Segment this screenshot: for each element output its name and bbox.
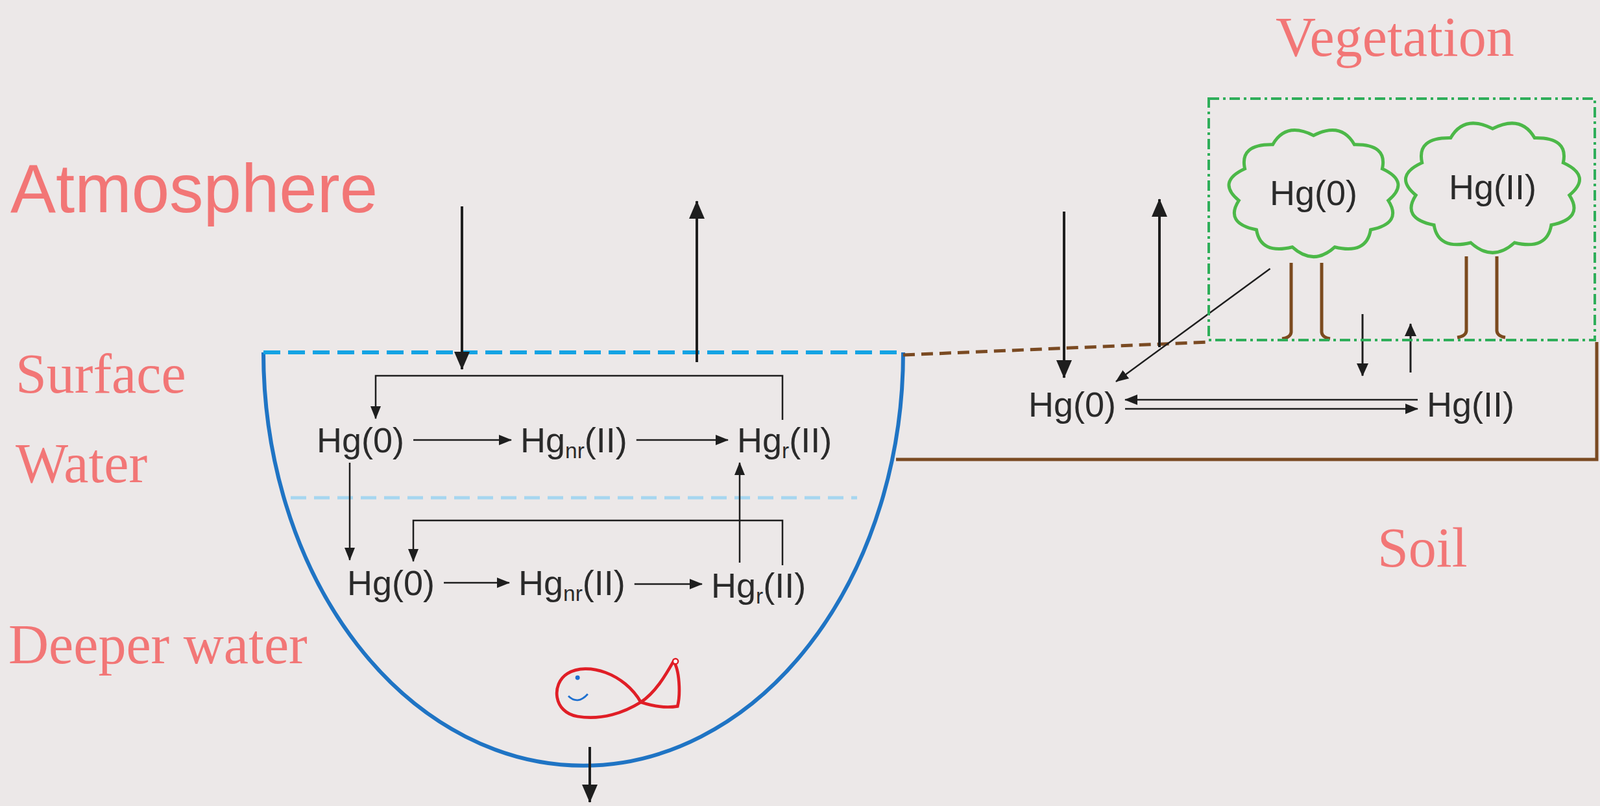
tree-trunk	[1282, 262, 1331, 339]
flow-arrow	[636, 439, 728, 442]
thermocline-line	[290, 496, 858, 500]
water-basin	[263, 352, 904, 766]
region-label: Surface Water	[15, 328, 230, 509]
tree-crown: Hg(0)	[1219, 117, 1408, 268]
uptake-arrow	[1409, 323, 1412, 373]
mercury-species: Hg(0)	[311, 419, 410, 461]
flow-arrow	[443, 581, 510, 584]
fish-body	[556, 661, 680, 718]
mercury-species: Hgr(II)	[705, 565, 812, 606]
vegetation-zone: VegetationHg(0)Hg(II)	[1206, 96, 1597, 342]
zone-border	[1208, 98, 1595, 340]
species-text: Hg(II)	[1448, 169, 1537, 205]
flow-arrow	[413, 439, 512, 442]
mercury-species: Hgr(II)	[731, 419, 837, 461]
species-text: Hgr(II)	[711, 567, 806, 603]
species-text: Hg(0)	[1269, 175, 1358, 211]
deposition-arrow	[1062, 211, 1066, 378]
flow-arrow	[413, 520, 783, 566]
mercury-species: Hg(0)	[1023, 384, 1122, 425]
evasion-arrow	[695, 201, 699, 363]
mercury-species: Hgnr(II)	[513, 562, 631, 603]
species-text: Hgr(II)	[737, 422, 832, 458]
flow-arrow	[1125, 408, 1418, 411]
region-label: Deeper water	[8, 616, 308, 673]
species-text: Hgnr(II)	[518, 565, 626, 601]
fish-tail-tip	[672, 658, 679, 664]
tree-crown: Hg(II)	[1395, 110, 1590, 264]
mercury-species: Hgnr(II)	[515, 419, 633, 461]
evasion-arrow	[1158, 199, 1161, 348]
region-label: Soil	[1377, 519, 1468, 576]
tree-trunk	[1457, 256, 1506, 338]
deposition-arrow	[460, 206, 464, 370]
fish-eye	[575, 675, 581, 680]
soil-boundary	[896, 341, 1597, 460]
zone-heading: Vegetation	[1275, 9, 1515, 65]
species-text: Hg(0)	[1028, 386, 1116, 422]
fish-mouth	[568, 693, 588, 701]
fish-icon	[556, 658, 680, 718]
mercury-species: Hg(II)	[1421, 384, 1520, 425]
crown-shape	[1228, 129, 1399, 257]
flow-arrow	[1115, 268, 1271, 382]
species-text: Hg(0)	[316, 422, 405, 458]
flow-arrow	[375, 375, 783, 420]
species-text: Hg(II)	[1426, 386, 1515, 422]
species-text: Hgnr(II)	[520, 422, 628, 458]
crown-shape	[1405, 123, 1580, 253]
flow-arrow	[739, 462, 741, 563]
ground-surface-line	[903, 341, 1210, 355]
flow-arrow	[349, 462, 352, 560]
burial-arrow	[588, 746, 592, 802]
mercury-species: Hg(0)	[341, 562, 440, 603]
water-surface-line	[263, 350, 904, 355]
region-label: Atmosphere	[10, 154, 378, 223]
flow-arrow	[634, 583, 703, 586]
species-text: Hg(0)	[347, 565, 435, 601]
litterfall-arrow	[1361, 314, 1364, 376]
flow-arrow	[1125, 399, 1418, 401]
